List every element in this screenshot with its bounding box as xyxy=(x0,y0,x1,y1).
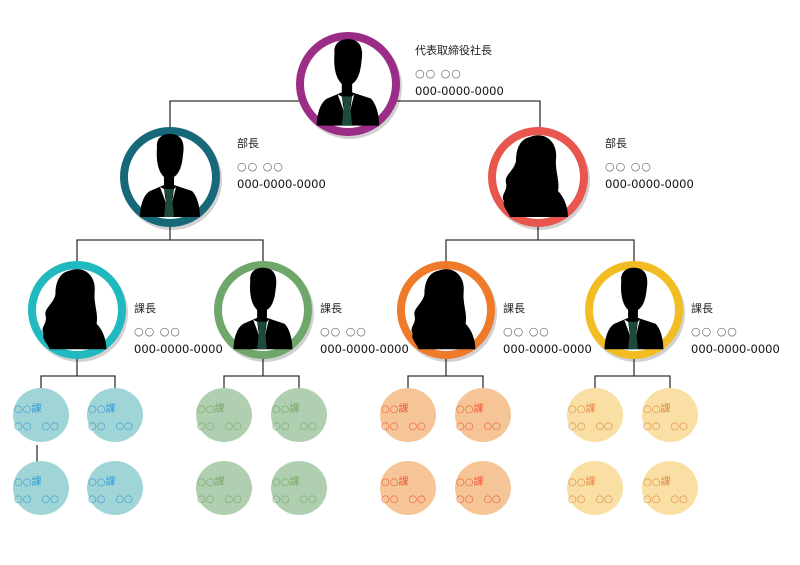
manager-name: ○○ ○○ xyxy=(605,160,652,173)
section-name: ○○ ○○ xyxy=(568,421,613,432)
section-name: ○○ ○○ xyxy=(456,494,501,505)
section-name: ○○ ○○ xyxy=(643,421,688,432)
section-node xyxy=(13,388,69,442)
manager-avatar xyxy=(488,127,590,230)
chief-avatar xyxy=(397,261,497,362)
chief-connector xyxy=(223,375,300,390)
manager-connector xyxy=(76,239,264,262)
chief-phone: 000-0000-0000 xyxy=(503,342,592,356)
manager-title: 部長 xyxy=(237,137,259,150)
section-name: ○○ ○○ xyxy=(272,494,317,505)
section-node xyxy=(13,461,69,515)
chief-avatar xyxy=(214,261,314,362)
section-label: ○○課 xyxy=(381,477,409,488)
female-silhouette-icon xyxy=(502,135,568,217)
male-silhouette-icon xyxy=(233,267,293,350)
chief-name: ○○ ○○ xyxy=(691,325,738,338)
section-label: ○○課 xyxy=(456,477,484,488)
manager-phone: 000-0000-0000 xyxy=(237,177,326,191)
section-label: ○○課 xyxy=(272,404,300,415)
section-name: ○○ ○○ xyxy=(643,494,688,505)
section-label: ○○課 xyxy=(272,477,300,488)
section-label: ○○課 xyxy=(643,477,671,488)
section-node xyxy=(642,388,698,442)
manager-connector xyxy=(445,239,635,262)
section-node xyxy=(87,388,143,442)
section-label: ○○課 xyxy=(456,404,484,415)
chief-phone: 000-0000-0000 xyxy=(691,342,780,356)
chief-name: ○○ ○○ xyxy=(134,325,181,338)
chief-avatar xyxy=(585,261,685,362)
section-node xyxy=(271,388,327,442)
section-name: ○○ ○○ xyxy=(14,494,59,505)
section-node xyxy=(380,461,436,515)
manager-avatar xyxy=(120,127,222,230)
section-label: ○○課 xyxy=(568,477,596,488)
female-silhouette-icon xyxy=(42,269,107,350)
ceo-title: 代表取締役社長 xyxy=(415,44,492,57)
chief-title: 課長 xyxy=(320,302,342,315)
section-node xyxy=(196,461,252,515)
chief-title: 課長 xyxy=(691,302,713,315)
section-label: ○○課 xyxy=(197,404,225,415)
section-node xyxy=(455,388,511,442)
section-node xyxy=(455,461,511,515)
section-name: ○○ ○○ xyxy=(381,421,426,432)
section-label: ○○課 xyxy=(14,477,42,488)
chief-title: 課長 xyxy=(503,302,525,315)
section-node xyxy=(567,388,623,442)
chief-name: ○○ ○○ xyxy=(320,325,367,338)
section-node xyxy=(196,388,252,442)
section-node xyxy=(642,461,698,515)
male-silhouette-icon xyxy=(604,267,664,350)
section-label: ○○課 xyxy=(568,404,596,415)
section-node xyxy=(87,461,143,515)
section-name: ○○ ○○ xyxy=(456,421,501,432)
section-name: ○○ ○○ xyxy=(14,421,59,432)
ceo-avatar xyxy=(296,32,402,139)
manager-title: 部長 xyxy=(605,137,627,150)
chief-name: ○○ ○○ xyxy=(503,325,550,338)
chief-connector xyxy=(407,375,484,390)
section-node xyxy=(271,461,327,515)
manager-phone: 000-0000-0000 xyxy=(605,177,694,191)
section-name: ○○ ○○ xyxy=(272,421,317,432)
chief-phone: 000-0000-0000 xyxy=(320,342,409,356)
chief-phone: 000-0000-0000 xyxy=(134,342,223,356)
section-label: ○○課 xyxy=(14,404,42,415)
section-label: ○○課 xyxy=(88,404,116,415)
section-name: ○○ ○○ xyxy=(381,494,426,505)
section-label: ○○課 xyxy=(381,404,409,415)
male-silhouette-icon xyxy=(140,133,200,218)
section-label: ○○課 xyxy=(88,477,116,488)
section-label: ○○課 xyxy=(643,404,671,415)
female-silhouette-icon xyxy=(411,269,476,350)
chief-title: 課長 xyxy=(134,302,156,315)
chief-connector xyxy=(40,375,116,390)
section-name: ○○ ○○ xyxy=(88,421,133,432)
chief-connector xyxy=(594,375,671,390)
manager-name: ○○ ○○ xyxy=(237,160,284,173)
section-node xyxy=(567,461,623,515)
ceo-name: ○○ ○○ xyxy=(415,67,462,80)
section-name: ○○ ○○ xyxy=(197,421,242,432)
section-name: ○○ ○○ xyxy=(197,494,242,505)
section-name: ○○ ○○ xyxy=(88,494,133,505)
section-name: ○○ ○○ xyxy=(568,494,613,505)
section-node xyxy=(380,388,436,442)
ceo-phone: 000-0000-0000 xyxy=(415,84,504,98)
chief-avatar xyxy=(28,261,128,362)
section-label: ○○課 xyxy=(197,477,225,488)
male-silhouette-icon xyxy=(316,39,380,126)
